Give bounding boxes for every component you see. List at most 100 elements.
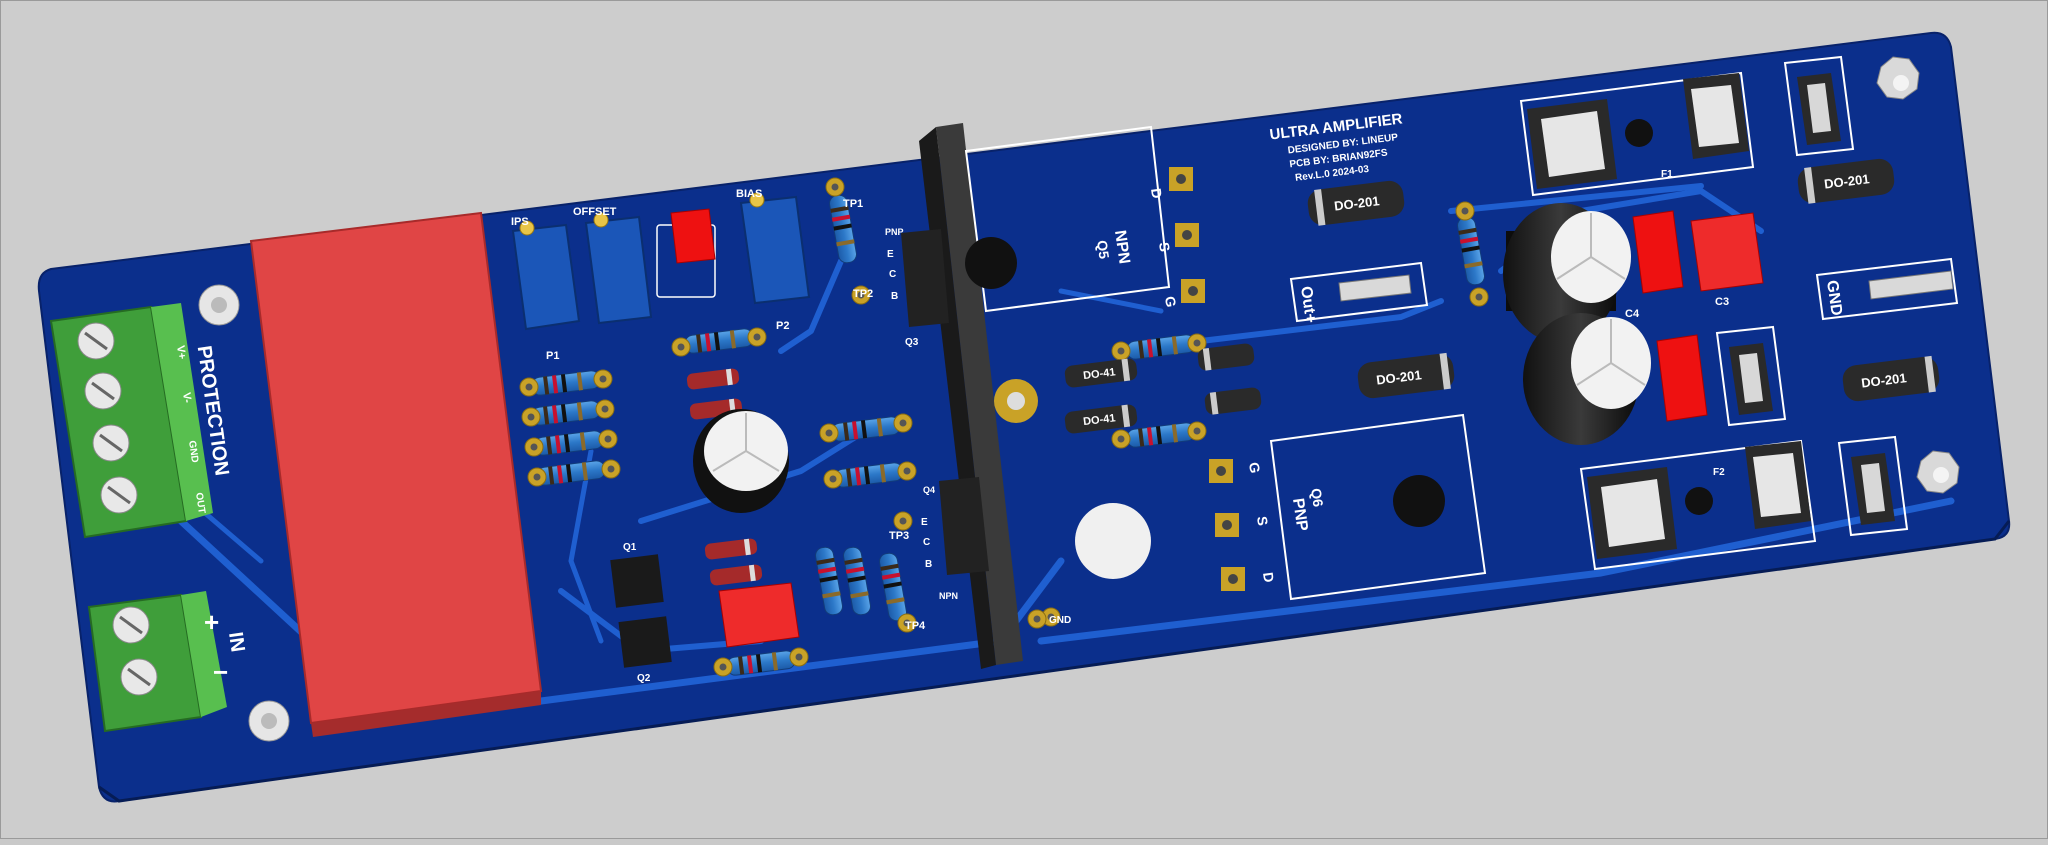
svg-text:Q6: Q6 (1308, 487, 1326, 508)
svg-text:Q1: Q1 (623, 542, 637, 553)
ic-q2: Q2 (618, 616, 672, 684)
svg-text:G: G (1162, 295, 1179, 308)
test-point-tp2: TP2 (853, 288, 873, 300)
svg-text:D: D (1260, 571, 1277, 583)
svg-text:E: E (921, 517, 928, 528)
diode-do201-2: DO-201 (1357, 352, 1455, 399)
svg-text:C4: C4 (1625, 308, 1640, 320)
svg-text:DO-201: DO-201 (1375, 367, 1422, 387)
svg-text:PNP: PNP (885, 227, 904, 237)
trimmer-bias: BIAS (736, 188, 811, 305)
pin-label-vplus: V+ (174, 345, 188, 360)
test-point-tp1: TP1 (843, 198, 863, 210)
svg-text:PNP: PNP (1289, 497, 1310, 532)
pin-label-out: OUT (193, 492, 207, 514)
gnd-connector: GND (1815, 257, 1959, 321)
svg-text:NPN: NPN (939, 591, 958, 601)
trimmer-ips: IPS (511, 216, 581, 331)
output-connector: Out+ (1289, 261, 1429, 324)
screw-terminal-in-minus (120, 658, 158, 696)
mounting-hole-tr (1876, 56, 1920, 100)
svg-text:DO-201: DO-201 (1823, 171, 1870, 191)
mounting-hole-bl (248, 700, 290, 742)
ic-q1: Q1 (610, 542, 664, 608)
screw-terminal-4 (100, 476, 138, 514)
film-capacitor-red (718, 582, 800, 648)
svg-text:DO-201: DO-201 (1860, 370, 1907, 390)
mosfet-q6: G S D PNP Q6 (1209, 413, 1487, 601)
pin-label-gnd: GND (186, 440, 200, 464)
svg-text:B: B (891, 291, 898, 302)
input-terminal-block (87, 591, 227, 733)
svg-text:DO-41: DO-41 (1083, 412, 1117, 428)
svg-text:DO-201: DO-201 (1333, 193, 1380, 213)
protection-terminal-block (49, 303, 213, 539)
svg-text:G: G (1246, 461, 1263, 474)
svg-text:GND: GND (1049, 615, 1071, 626)
diode-small-4 (709, 564, 763, 586)
copper-traces (118, 183, 1955, 705)
regulator-mid (1715, 325, 1787, 427)
electrolytic-capacitor-c4-top (1503, 203, 1631, 343)
svg-text:D: D (1148, 187, 1165, 199)
svg-text:B: B (925, 559, 932, 570)
input-minus-label: − (213, 657, 228, 687)
diode-do201-4: DO-201 (1842, 355, 1940, 402)
trimmer-label-p1: P1 (546, 350, 559, 362)
gnd-pad: GND (1027, 609, 1071, 629)
transistor-q4: E C B Q4 NPN (921, 477, 989, 601)
input-label: IN (224, 631, 249, 654)
mounting-hole-tl (198, 284, 240, 326)
svg-text:F2: F2 (1713, 467, 1725, 478)
diode-do41-2: DO-41 (1064, 404, 1138, 434)
diode-small-1 (686, 368, 740, 390)
svg-text:F1: F1 (1661, 169, 1673, 180)
mosfet-q5: D S G NPN Q5 (964, 125, 1205, 313)
svg-text:Q2: Q2 (637, 673, 651, 684)
fuse-holder-f1: F1 (1519, 71, 1755, 197)
test-point-tp4: TP4 (905, 620, 926, 632)
film-capacitor-small (656, 208, 716, 298)
svg-text:GND: GND (1823, 279, 1845, 317)
diode-small-6 (1204, 387, 1262, 415)
diode-do201-1: DO-201 (1307, 180, 1405, 226)
svg-text:C: C (889, 269, 896, 280)
svg-text:Q3: Q3 (905, 337, 919, 348)
test-point-tp3: TP3 (889, 530, 909, 542)
film-capacitor-c4: C4 (1625, 210, 1708, 422)
mounting-hole-br (1916, 450, 1960, 494)
svg-text:S: S (1254, 515, 1271, 526)
regulator-bottom-right (1837, 435, 1909, 537)
transistor-q3: E C B Q3 PNP (885, 227, 949, 348)
svg-text:NPN: NPN (1111, 229, 1133, 265)
pin-label-vminus: V- (180, 392, 193, 404)
svg-text:C: C (923, 537, 930, 548)
mounting-holes (198, 56, 1960, 742)
regulator-top-right (1783, 55, 1855, 157)
heatsink-mount-pad (994, 379, 1038, 423)
diode-do41-1: DO-41 (1064, 358, 1138, 388)
svg-text:S: S (1156, 241, 1173, 252)
film-capacitor-c3: C3 (1690, 212, 1764, 308)
protection-relay (249, 211, 543, 737)
screw-terminal-2 (84, 372, 122, 410)
screw-terminal-1 (77, 322, 115, 360)
svg-text:Q5: Q5 (1094, 239, 1112, 260)
svg-text:E: E (887, 249, 894, 260)
trimmer-label-p2: P2 (776, 320, 789, 332)
svg-text:C3: C3 (1715, 296, 1729, 308)
heatsink-hole (1075, 503, 1151, 579)
diode-small-5 (1197, 343, 1255, 371)
trimmer-offset: OFFSET (573, 206, 653, 325)
svg-text:IPS: IPS (511, 216, 529, 228)
diode-do201-3: DO-201 (1797, 158, 1895, 204)
svg-text:DO-41: DO-41 (1083, 366, 1117, 382)
svg-text:BIAS: BIAS (736, 188, 762, 200)
screw-terminal-3 (92, 424, 130, 462)
svg-text:Out+: Out+ (1297, 285, 1319, 324)
diode-small-3 (704, 538, 758, 560)
svg-text:Q4: Q4 (923, 485, 935, 495)
electrolytic-capacitor-c4-bottom (1523, 313, 1651, 445)
